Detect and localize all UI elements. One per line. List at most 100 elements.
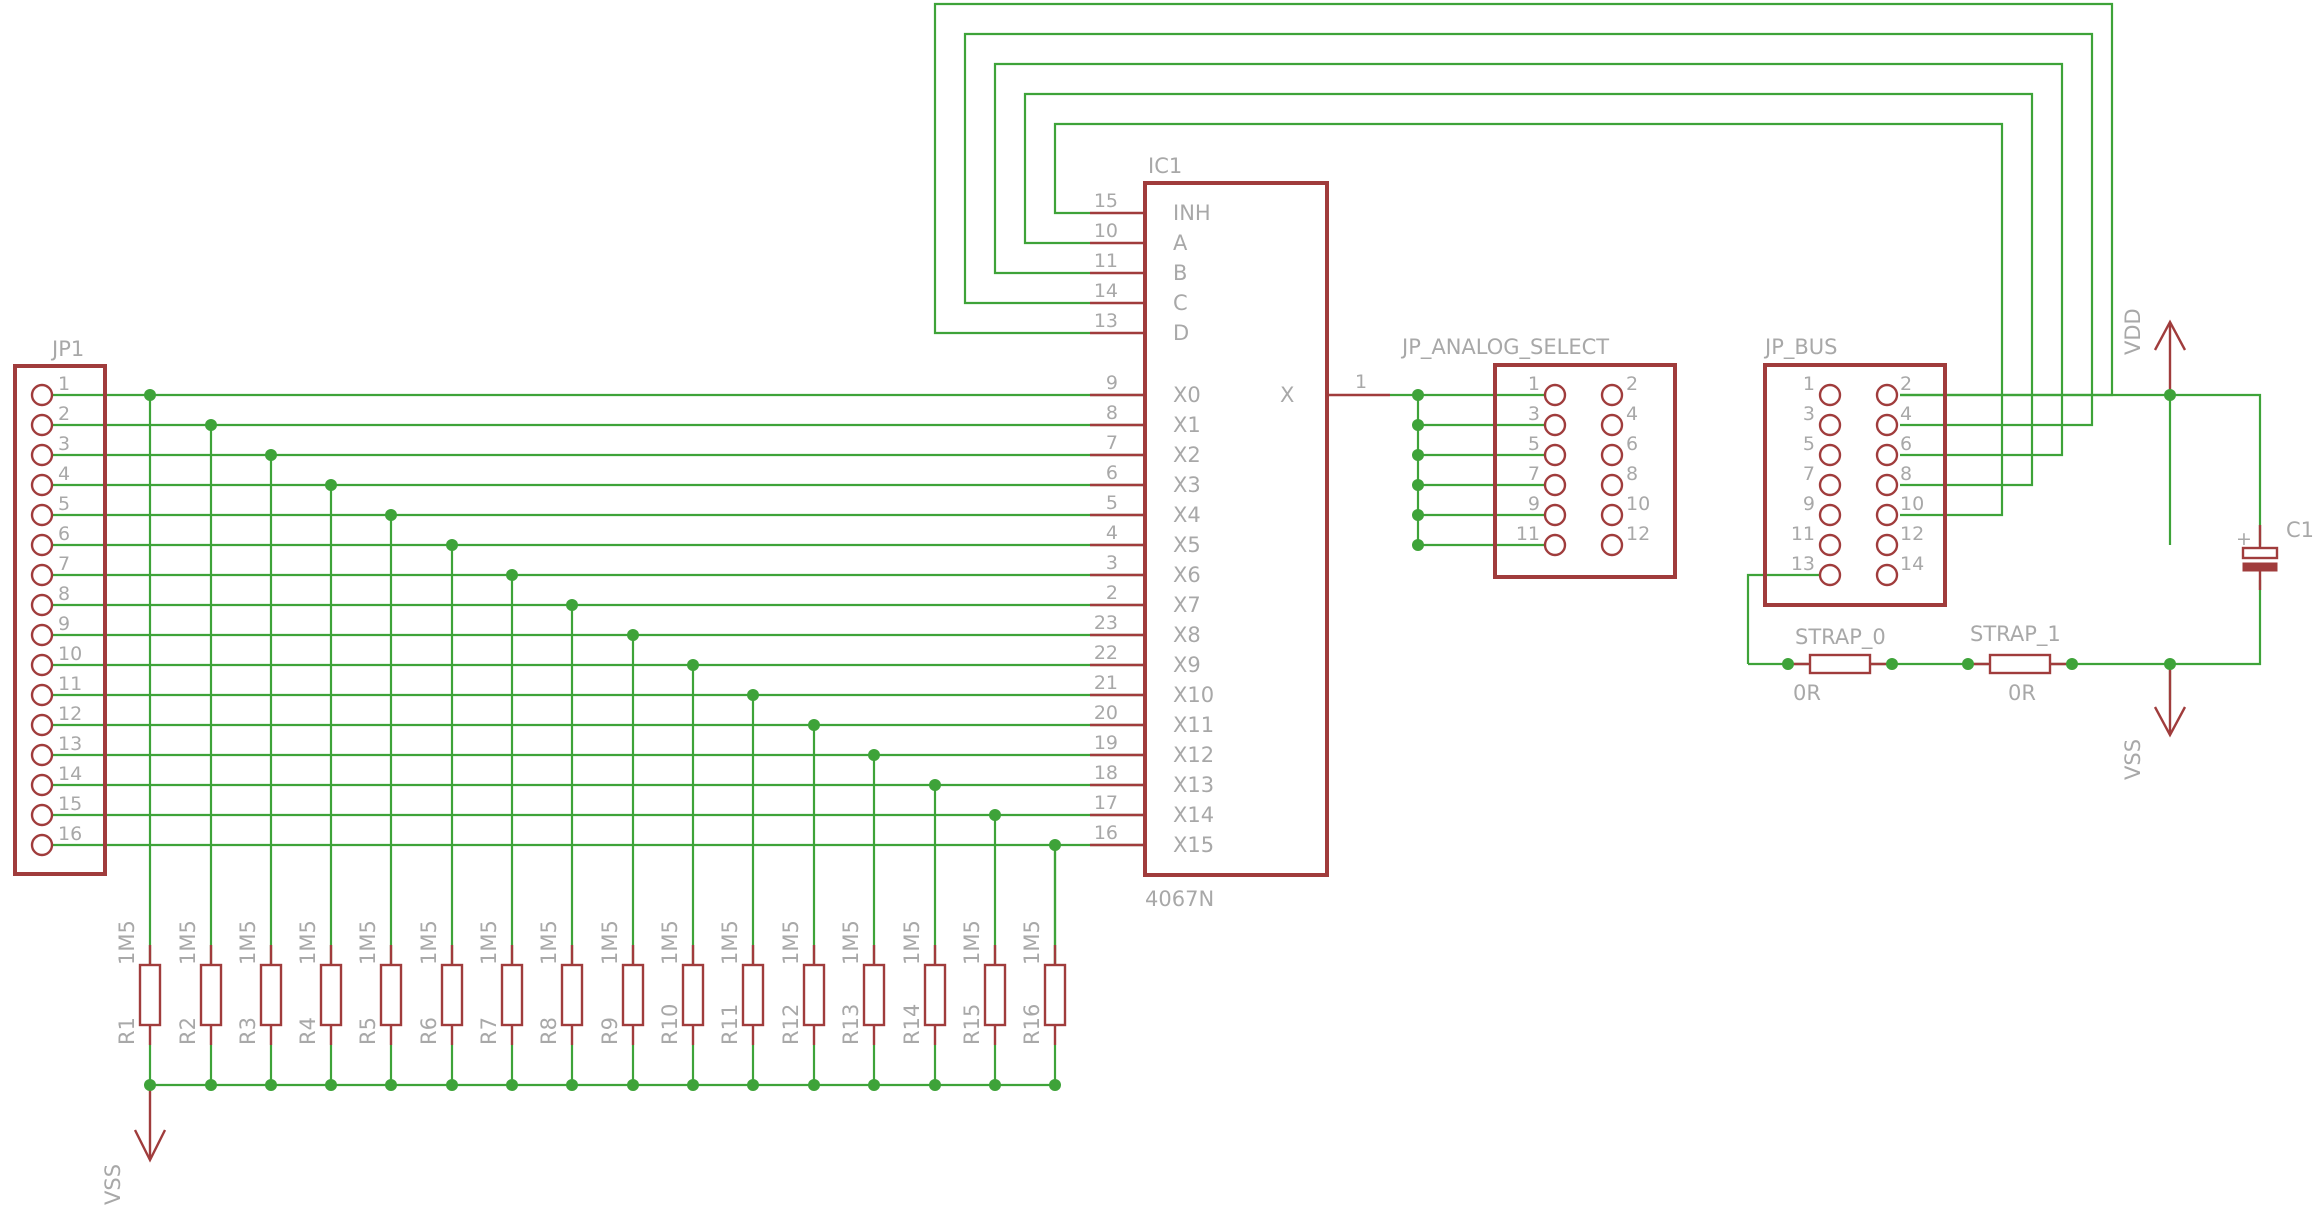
jp-bus-pin-ring (1875, 473, 1899, 497)
c1-plate-positive (2241, 546, 2279, 560)
jp-bus-pin-ring (1818, 503, 1842, 527)
ic1-pin-number: 17 (1094, 792, 1118, 814)
junction-dot (2164, 389, 2176, 401)
jp1-pin-number: 1 (58, 373, 70, 395)
resistor-value: 1M5 (598, 920, 622, 965)
resistor-value: 1M5 (1020, 920, 1044, 965)
junction-dot (1412, 449, 1424, 461)
ic1-pin-label: X1 (1173, 413, 1201, 437)
resistor-value: 1M5 (296, 920, 320, 965)
strap-name: STRAP_1 (1970, 622, 2061, 647)
jp-analog-pin-number: 5 (1528, 433, 1540, 455)
strap-body (1808, 653, 1872, 675)
ic1-pin-label: X4 (1173, 503, 1201, 527)
resistor-body (138, 963, 162, 1027)
junction-dot (506, 569, 518, 581)
jp-analog-pin-number: 7 (1528, 463, 1540, 485)
junctions-layer (144, 389, 2176, 1091)
junction-dot (325, 479, 337, 491)
junction-dot (1886, 658, 1898, 670)
jp1-pin-number: 12 (58, 703, 82, 725)
ic1-pin-number: 6 (1106, 462, 1118, 484)
resistor-name: R14 (900, 1004, 924, 1045)
jp1-pin-ring (30, 773, 54, 797)
junction-dot (566, 1079, 578, 1091)
jp1-pin-number: 15 (58, 793, 82, 815)
resistor-value: 1M5 (960, 920, 984, 965)
jp-bus-pin-ring (1818, 533, 1842, 557)
jp-analog-pin-number: 6 (1626, 433, 1638, 455)
jp-bus-pin-ring (1818, 443, 1842, 467)
ic1-pin-number: 19 (1094, 732, 1118, 754)
junction-dot (446, 1079, 458, 1091)
junction-dot (1412, 539, 1424, 551)
strap-value: 0R (1793, 681, 1821, 705)
jp-analog-pin-ring (1600, 503, 1624, 527)
resistor-value: 1M5 (417, 920, 441, 965)
junction-dot (144, 1079, 156, 1091)
jp1-pin-number: 8 (58, 583, 70, 605)
ic1-pin-number: 7 (1106, 432, 1118, 454)
junction-dot (808, 1079, 820, 1091)
resistor-body (802, 963, 826, 1027)
ic1-pin-label: D (1173, 321, 1189, 345)
jp1-pin-number: 7 (58, 553, 70, 575)
ic1-pin-label: X14 (1173, 803, 1214, 827)
ic1-body (1143, 181, 1329, 877)
resistor-name: R7 (477, 1017, 501, 1045)
jp1-pin-ring (30, 563, 54, 587)
jp-bus-name: JP_BUS (1763, 335, 1837, 360)
c1-bottom-wire (2170, 580, 2262, 666)
junction-dot (627, 629, 639, 641)
jp-analog-pin-number: 4 (1626, 403, 1638, 425)
resistor-body (259, 963, 283, 1027)
resistor-name: R16 (1020, 1004, 1044, 1045)
jp1-pin-ring (30, 383, 54, 407)
junction-dot (1962, 658, 1974, 670)
ic1-pin-label: X (1280, 383, 1294, 407)
resistor-name: R13 (839, 1004, 863, 1045)
control-bus-wire (1023, 92, 2034, 487)
jp-analog-pin-ring (1543, 503, 1567, 527)
resistor-name: R12 (779, 1004, 803, 1045)
junction-dot (265, 449, 277, 461)
junction-dot (265, 1079, 277, 1091)
jp-analog-pin-ring (1600, 413, 1624, 437)
ic1-pin-number: 16 (1094, 822, 1118, 844)
resistor-body (199, 963, 223, 1027)
jp-bus-pin-number: 5 (1803, 433, 1815, 455)
junction-dot (929, 1079, 941, 1091)
jp-analog-name: JP_ANALOG_SELECT (1400, 335, 1609, 360)
strap-value: 0R (2008, 681, 2036, 705)
c1-plate-negative (2242, 562, 2278, 572)
junction-dot (205, 419, 217, 431)
vss-label: VSS (2121, 739, 2145, 780)
resistor-body (621, 963, 645, 1027)
strap-name: STRAP_0 (1795, 625, 1886, 650)
resistor-name: R6 (417, 1017, 441, 1045)
ic1-pin-label: INH (1173, 201, 1211, 225)
jp-bus-pin-number: 6 (1900, 433, 1912, 455)
resistor-name: R9 (598, 1017, 622, 1045)
jp-analog-pin-ring (1600, 383, 1624, 407)
jp-bus-pin-number: 14 (1900, 553, 1924, 575)
resistor-body (681, 963, 705, 1027)
junction-dot (144, 389, 156, 401)
ic1-pin-label: X8 (1173, 623, 1201, 647)
jp1-pin-number: 14 (58, 763, 82, 785)
jp1-pin-number: 6 (58, 523, 70, 545)
resistor-body (500, 963, 524, 1027)
resistor-name: R10 (658, 1004, 682, 1045)
jp1-pin-ring (30, 743, 54, 767)
resistor-name: R1 (115, 1017, 139, 1045)
ic1-pin-number: 10 (1094, 220, 1118, 242)
c1-top-wire (2170, 393, 2262, 545)
jp-bus-pin-ring (1875, 443, 1899, 467)
jp-bus-pin-ring (1818, 413, 1842, 437)
resistor-value: 1M5 (356, 920, 380, 965)
resistor-value: 1M5 (176, 920, 200, 965)
jp-analog-pin-number: 8 (1626, 463, 1638, 485)
vdd-label: VDD (2121, 308, 2145, 355)
resistor-body (923, 963, 947, 1027)
jp-bus-body (1763, 363, 1947, 607)
